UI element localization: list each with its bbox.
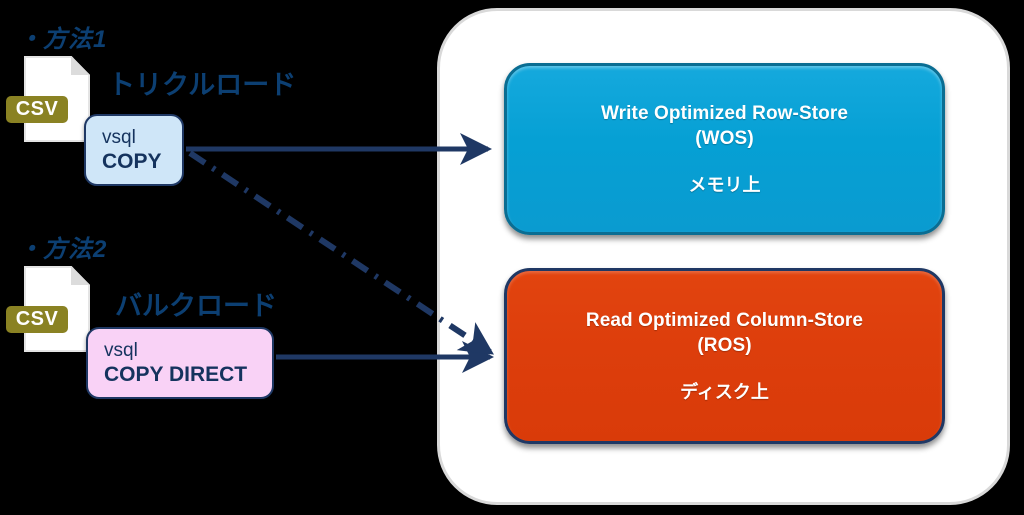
vsql-copy-direct-box[interactable]: vsql COPY DIRECT — [86, 327, 274, 399]
method-2-heading: ・方法2 — [18, 236, 108, 263]
csv-badge-label: CSV — [6, 306, 68, 333]
csv-file-icon-2: CSV — [6, 266, 90, 352]
csv-badge-label: CSV — [6, 96, 68, 123]
ros-title-line2: (ROS) — [697, 335, 752, 356]
ros-store-box[interactable]: Read Optimized Column-Store (ROS) ディスク上 — [504, 268, 945, 444]
ros-subtitle: ディスク上 — [680, 382, 769, 402]
wos-title-line1: Write Optimized Row-Store — [600, 103, 849, 124]
file-fold-corner-icon — [71, 56, 90, 75]
method-1-caption: トリクルロード — [108, 70, 297, 100]
csv-file-icon-1: CSV — [6, 56, 90, 142]
wos-title-line2: (WOS) — [695, 128, 754, 149]
wos-subtitle: メモリ上 — [688, 175, 761, 195]
method-2-caption: バルクロード — [115, 291, 277, 321]
wos-title: Write Optimized Row-Store (WOS) — [601, 101, 848, 151]
ros-title-line1: Read Optimized Column-Store — [585, 310, 864, 331]
vsql-copy-direct-line1: vsql — [104, 339, 138, 361]
vsql-copy-box[interactable]: vsql COPY — [84, 114, 184, 186]
vsql-copy-direct-line2: COPY DIRECT — [104, 362, 248, 386]
vsql-copy-line1: vsql — [102, 126, 136, 148]
ros-title: Read Optimized Column-Store (ROS) — [586, 308, 863, 358]
wos-store-box[interactable]: Write Optimized Row-Store (WOS) メモリ上 — [504, 63, 945, 235]
method-1-heading: ・方法1 — [18, 26, 108, 53]
vsql-copy-line2: COPY — [102, 149, 162, 173]
